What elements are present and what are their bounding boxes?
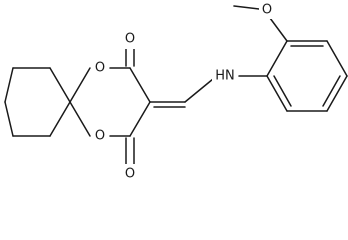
atom-o-carbonyl-top: O bbox=[125, 32, 135, 47]
bond-layer bbox=[4, 5, 348, 165]
bond-phenyl-6 bbox=[266, 75, 288, 112]
chemical-structure-diagram: O O O O HN O bbox=[4, 2, 348, 184]
atom-bg-o-ring-bottom bbox=[92, 127, 108, 146]
atom-o-ring-top: O bbox=[95, 61, 105, 76]
atom-label-layer: O O O O HN O bbox=[92, 2, 275, 184]
atom-bg-nh bbox=[212, 67, 238, 86]
atom-o-carbonyl-bottom: O bbox=[125, 167, 135, 182]
bond-phenyl-inner-3 bbox=[273, 75, 292, 107]
bond-spiro-o-top bbox=[69, 67, 91, 103]
atom-bg-o-methoxy bbox=[259, 2, 275, 19]
bond-phenyl-inner-2 bbox=[322, 75, 341, 107]
atom-o-methoxy: O bbox=[262, 3, 272, 18]
bond-o-bottom-spiro bbox=[69, 101, 91, 137]
bond-c4-c5 bbox=[129, 67, 151, 103]
bond-phenyl-4 bbox=[326, 75, 348, 112]
bond-c5-c6 bbox=[129, 101, 151, 137]
bond-cyclohexane-4 bbox=[4, 101, 14, 137]
atom-bg-o-ring-top bbox=[92, 59, 108, 78]
bond-phenyl-1 bbox=[266, 40, 288, 77]
atom-bg-o-carbonyl-top bbox=[124, 29, 136, 49]
atom-nh: HN bbox=[215, 69, 235, 84]
bond-phenyl-3 bbox=[326, 40, 348, 77]
bond-cyclohexane-3 bbox=[4, 67, 14, 103]
bond-cyclohexane-6 bbox=[49, 101, 71, 137]
atom-bg-o-carbonyl-bottom bbox=[124, 164, 136, 184]
bond-ch-nh bbox=[184, 78, 214, 103]
bond-cyclohexane-1 bbox=[49, 67, 71, 103]
atom-o-ring-bottom: O bbox=[95, 129, 105, 144]
